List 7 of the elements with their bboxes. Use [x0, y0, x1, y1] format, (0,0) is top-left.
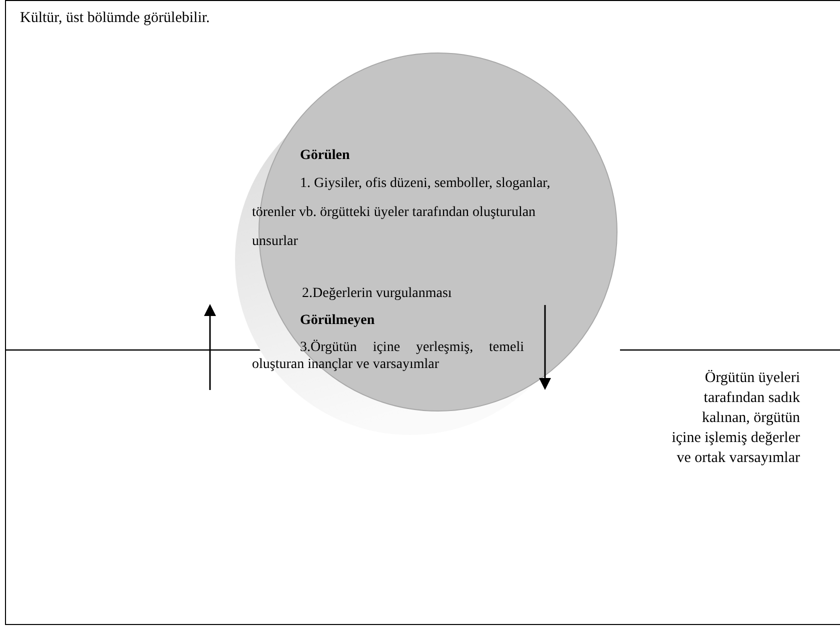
list-item: 3.Örgütün içine yerleşmiş, temeli oluşturan inançlar ve varsayımlar: [252, 339, 524, 373]
list-item: 2.Değerlerin vurgulanması: [301, 285, 453, 303]
note-text: Kültür, üst bölümde görülebilir.: [20, 9, 211, 28]
side-note: Örgütün üyeleri tarafından sadık kalınan, örgütün içine işlemiş değerler ve ortak varsayımlar: [670, 369, 800, 468]
heading: Görülen: [300, 147, 351, 165]
heading: Görülmeyen: [300, 312, 376, 330]
list-item: 1. Giysiler, ofis düzeni, semboller, sloganlar, törenler vb. örgütteki üyeler tarafından oluşturulan unsurlar: [252, 175, 552, 251]
